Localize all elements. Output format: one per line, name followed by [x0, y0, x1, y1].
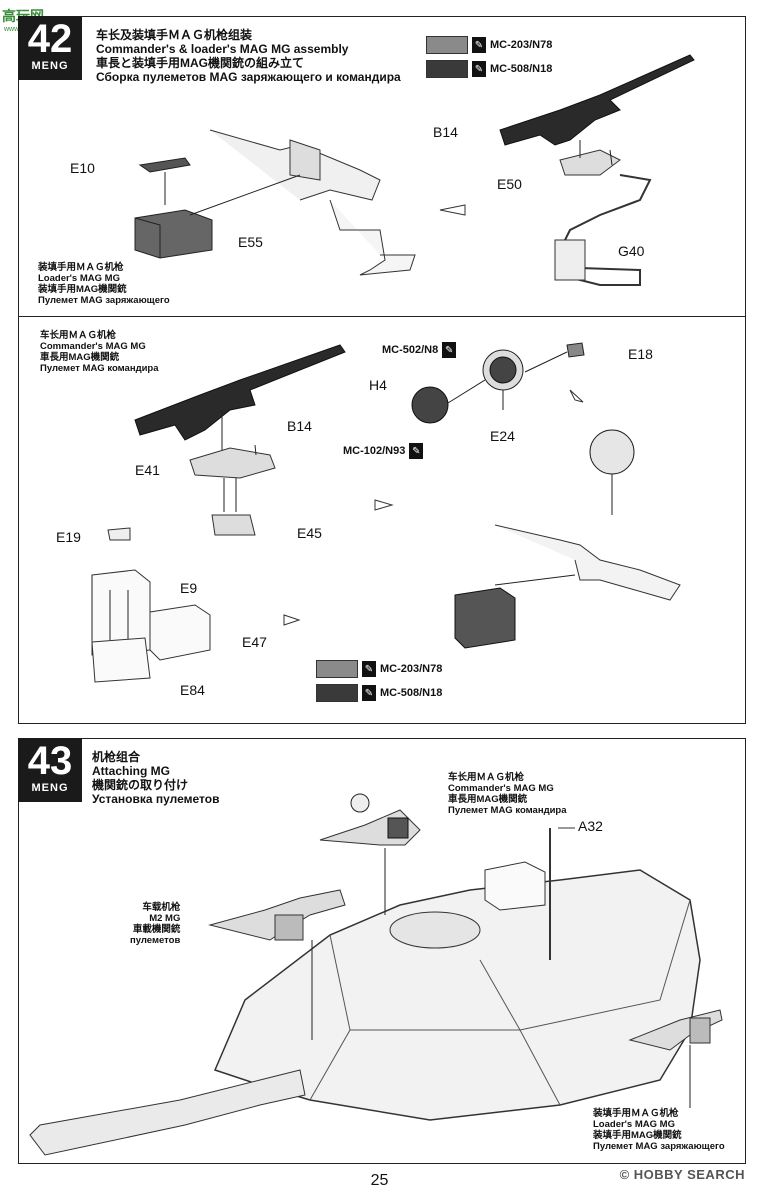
label-ru: пулеметов: [130, 935, 181, 946]
paint-code: MC-102/N93: [343, 445, 406, 457]
step-42-title: 车长及装填手ＭＡＧ机枪组装 Commander's & loader's MAG…: [96, 28, 401, 84]
title-jp: 機関銃の取り付け: [92, 778, 189, 792]
label-jp: 車長用MAG機関銃: [448, 794, 528, 805]
part-label-e10: E10: [70, 160, 95, 176]
lens-paint-bottom: MC-102/N93 ✎: [343, 442, 424, 460]
label-cn: 车载机枪: [142, 902, 181, 913]
step-43-badge: 43 MENG: [18, 738, 82, 802]
part-label-e55: E55: [238, 234, 263, 250]
label-jp: 装填手用MAG機関銃: [593, 1130, 682, 1141]
label-ru: Пулемет MAG заряжающего: [38, 295, 170, 306]
brand-logo: MENG: [31, 60, 69, 72]
title-en: Commander's & loader's MAG MG assembly: [96, 42, 349, 56]
page-number: 25: [370, 1172, 389, 1189]
part-label-e45: E45: [297, 525, 322, 541]
label-cn: 装填手用ＭＡＧ机枪: [38, 262, 124, 273]
paint-code: MC-508/N18: [490, 63, 553, 75]
part-label-a32: A32: [578, 818, 603, 834]
watermark-hobbysearch: © HOBBY SEARCH: [619, 1167, 745, 1182]
paint-code: MC-203/N78: [380, 663, 443, 675]
title-cn: 车长及装填手ＭＡＧ机枪组装: [96, 28, 253, 42]
title-ru: Установка пулеметов: [92, 792, 220, 806]
step-number: 42: [27, 17, 73, 61]
commander-mg-label-43: 车长用ＭＡＧ机枪 Commander's MAG MG 車長用MAG機関銃 Пу…: [448, 772, 567, 816]
paint-swatch: [316, 660, 358, 678]
label-ru: Пулемет MAG командира: [448, 805, 567, 816]
label-en: Commander's MAG MG: [448, 783, 554, 794]
title-jp: 車長と装填手用MAG機関銃の組み立て: [96, 56, 304, 70]
label-en: Loader's MAG MG: [593, 1119, 675, 1130]
label-ru: Пулемет MAG командира: [40, 363, 159, 374]
paint-legend-1: ✎ MC-203/N78: [426, 36, 552, 54]
label-jp: 車載機関銃: [132, 924, 181, 935]
turret-assembly-drawing: [29, 793, 723, 1156]
brush-icon: ✎: [362, 661, 376, 677]
label-ru: Пулемет MAG заряжающего: [593, 1141, 725, 1152]
part-label-e47: E47: [242, 634, 267, 650]
brush-icon: ✎: [409, 443, 424, 459]
paint-swatch: [426, 60, 468, 78]
title-cn: 机枪组合: [92, 750, 141, 764]
label-cn: 车长用ＭＡＧ机枪: [448, 772, 525, 783]
brush-icon: ✎: [472, 37, 486, 53]
brand-logo: MENG: [31, 782, 69, 794]
label-jp: 装填手用MAG機関銃: [38, 284, 127, 295]
loader-mg-label: 装填手用ＭＡＧ机枪 Loader's MAG MG 装填手用MAG機関銃 Пул…: [38, 262, 170, 306]
paint-code: MC-508/N18: [380, 687, 443, 699]
commander-mg-assembly-drawing: [91, 342, 681, 683]
brush-icon: ✎: [442, 342, 457, 358]
title-en: Attaching MG: [92, 764, 170, 778]
step-42-badge: 42 MENG: [18, 16, 82, 80]
part-label-e19: E19: [56, 529, 81, 545]
part-label-e18: E18: [628, 346, 653, 362]
lens-paint-top: MC-502/N8 ✎: [382, 341, 457, 359]
brush-icon: ✎: [362, 685, 376, 701]
paint-legend-4: ✎ MC-508/N18: [316, 684, 442, 702]
part-label-b14: B14: [433, 124, 458, 140]
paint-legend-3: ✎ MC-203/N78: [316, 660, 442, 678]
step-43-title: 机枪组合 Attaching MG 機関銃の取り付け Установка пул…: [92, 750, 219, 806]
loader-mg-label-43: 装填手用ＭＡＧ机枪 Loader's MAG MG 装填手用MAG機関銃 Пул…: [593, 1108, 725, 1152]
brush-icon: ✎: [472, 61, 486, 77]
label-cn: 车长用ＭＡＧ机枪: [40, 330, 117, 341]
part-label-g40: G40: [618, 243, 645, 259]
paint-legend-2: ✎ MC-508/N18: [426, 60, 552, 78]
m2-mg-label: 车载机枪 M2 MG 車載機関銃 пулеметов: [130, 902, 180, 946]
part-label-e50: E50: [497, 176, 522, 192]
label-en: Loader's MAG MG: [38, 273, 120, 284]
label-en: Commander's MAG MG: [40, 341, 146, 352]
loader-mg-assembly-drawing: [134, 54, 695, 286]
label-jp: 車長用MAG機関銃: [40, 352, 120, 363]
part-label-e24: E24: [490, 428, 515, 444]
step-42-panel: [18, 16, 746, 724]
paint-code: MC-203/N78: [490, 39, 553, 51]
paint-swatch: [426, 36, 468, 54]
part-label-e41: E41: [135, 462, 160, 478]
paint-code: MC-502/N8: [382, 344, 439, 356]
part-label-h4: H4: [369, 377, 387, 393]
title-ru: Сборка пулеметов MAG заряжающего и коман…: [96, 70, 401, 84]
part-label-e9: E9: [180, 580, 198, 596]
commander-mg-label: 车长用ＭＡＧ机枪 Commander's MAG MG 車長用MAG機関銃 Пу…: [40, 330, 159, 374]
step-42-divider: [18, 316, 746, 317]
step-number: 43: [27, 739, 73, 783]
paint-swatch: [316, 684, 358, 702]
label-cn: 装填手用ＭＡＧ机枪: [593, 1108, 679, 1119]
label-en: M2 MG: [149, 913, 181, 924]
part-label-b14-2: B14: [287, 418, 312, 434]
part-label-e84: E84: [180, 682, 205, 698]
